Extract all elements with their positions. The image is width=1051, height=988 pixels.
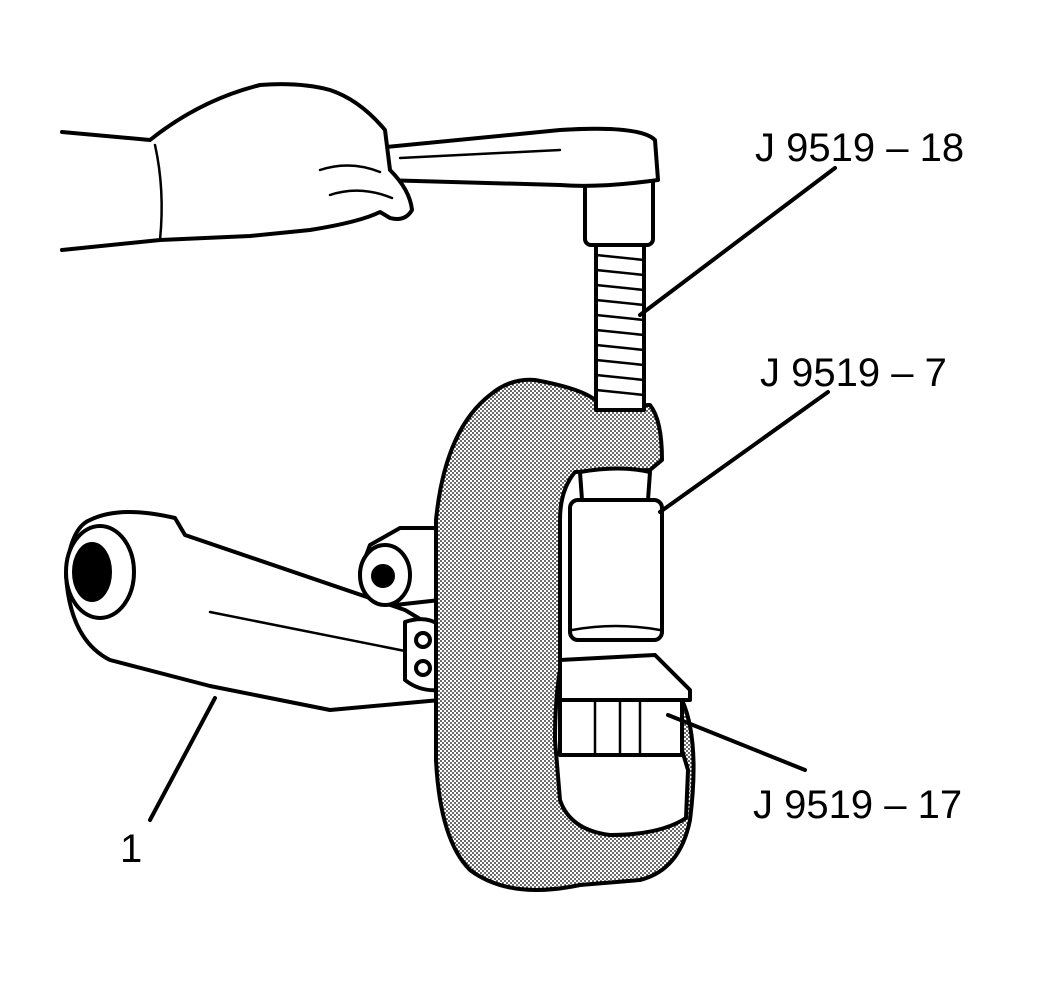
leader-line-screw (638, 166, 837, 317)
leader-line-adapter (658, 390, 830, 514)
leader-line-part (148, 696, 217, 822)
callout-label-screw: J 9519 – 18 (755, 126, 964, 170)
adapter-cup (568, 466, 664, 642)
leader-lines (148, 166, 837, 822)
control-arm (64, 510, 442, 712)
receiver-cup (558, 653, 692, 757)
leader-line-receiver (666, 713, 807, 772)
c-frame-press (434, 377, 696, 892)
ratchet-wrench (353, 126, 660, 247)
forcing-screw (594, 238, 646, 412)
callout-label-part: 1 (120, 827, 142, 871)
callout-label-receiver: J 9519 – 17 (753, 783, 962, 827)
hand-icon (60, 82, 414, 252)
callout-label-adapter: J 9519 – 7 (760, 351, 947, 395)
